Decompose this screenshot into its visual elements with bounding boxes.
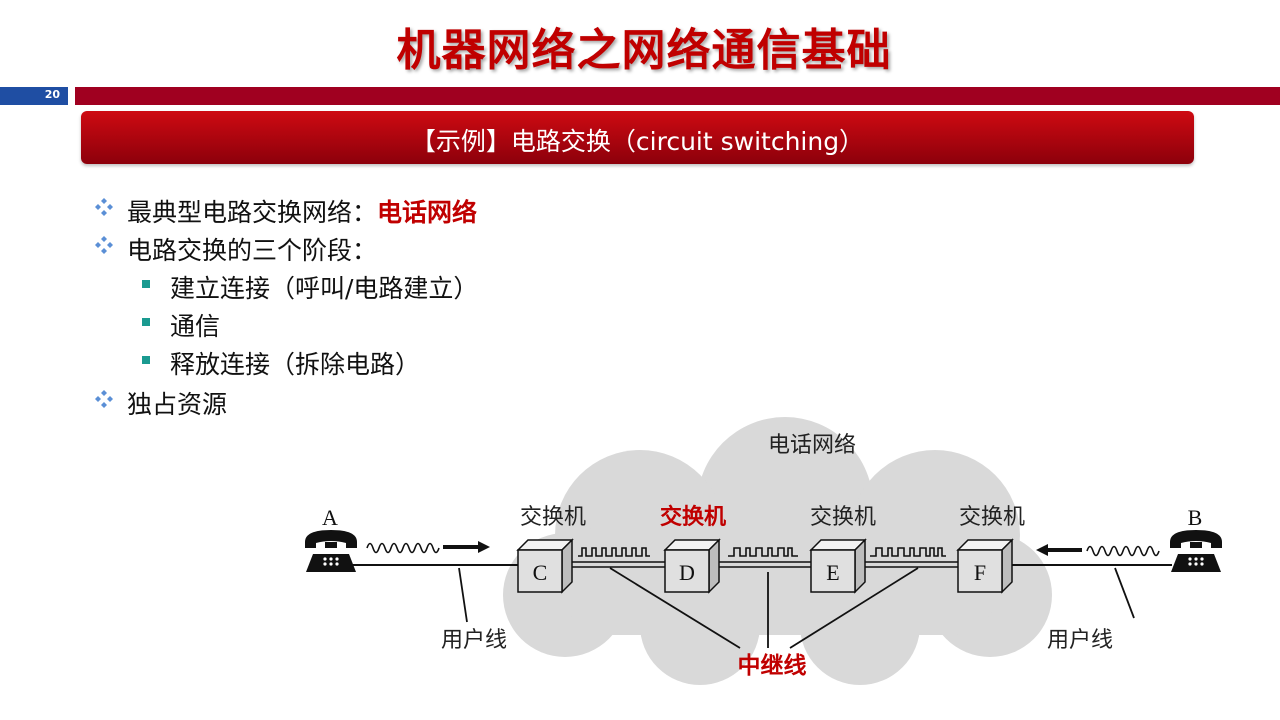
bullet-three-stages: 电路交换的三个阶段：: [127, 236, 378, 265]
switch-node-label: E: [826, 560, 839, 585]
switch-label: 交换机: [520, 505, 586, 530]
square-bullet-icon: [142, 356, 150, 364]
user-line-label-left: 用户线: [441, 628, 507, 653]
switch-node-label: F: [974, 560, 986, 585]
title-divider: [75, 87, 1280, 105]
highlight-phone-network: 电话网络: [377, 198, 478, 227]
page-number: 20: [44, 88, 60, 101]
switch-label: 交换机: [959, 505, 1025, 530]
switch-node-label: D: [679, 560, 695, 585]
user-line-label-right: 用户线: [1047, 628, 1113, 653]
arrow-left-icon: [1036, 544, 1082, 556]
wave-signal-right: [1086, 545, 1160, 557]
telephone-icon: [305, 530, 357, 572]
telephone-icon: [1170, 530, 1222, 572]
square-bullet-icon: [142, 280, 150, 288]
bullet-communicate: 通信: [170, 312, 221, 341]
switch-node-label: C: [533, 560, 548, 585]
bullet-exclusive: 独占资源: [127, 390, 228, 419]
trunk-label: 中继线: [738, 652, 807, 679]
page-number-tab: 20: [0, 87, 68, 105]
endpoint-b-label: B: [1188, 505, 1203, 530]
cloud-label: 电话网络: [768, 433, 856, 458]
label-pointer-lines: [458, 567, 1135, 649]
switch-label: 交换机: [810, 505, 876, 530]
bullet-release: 释放连接（拆除电路）: [170, 350, 421, 379]
square-bullet-icon: [142, 318, 150, 326]
endpoint-a-label: A: [322, 505, 338, 530]
subtitle-banner: 【示例】电路交换（circuit switching）: [81, 111, 1194, 164]
diamond-bullet-icon: [95, 390, 113, 408]
wave-signal-left: [366, 542, 440, 554]
diamond-bullet-icon: [95, 198, 113, 216]
slide-title: 机器网络之网络通信基础: [396, 25, 892, 76]
subtitle-text: 【示例】电路交换（circuit switching）: [410, 127, 865, 156]
bullet-establish: 建立连接（呼叫/电路建立）: [170, 274, 479, 303]
switch-label-highlight: 交换机: [660, 504, 726, 530]
diamond-bullet-icon: [95, 236, 113, 254]
trunk-lines: [572, 561, 960, 568]
pulse-signals: [578, 547, 946, 557]
arrow-right-icon: [443, 541, 490, 553]
bullet-typical-network: 最典型电路交换网络：电话网络: [127, 198, 478, 227]
